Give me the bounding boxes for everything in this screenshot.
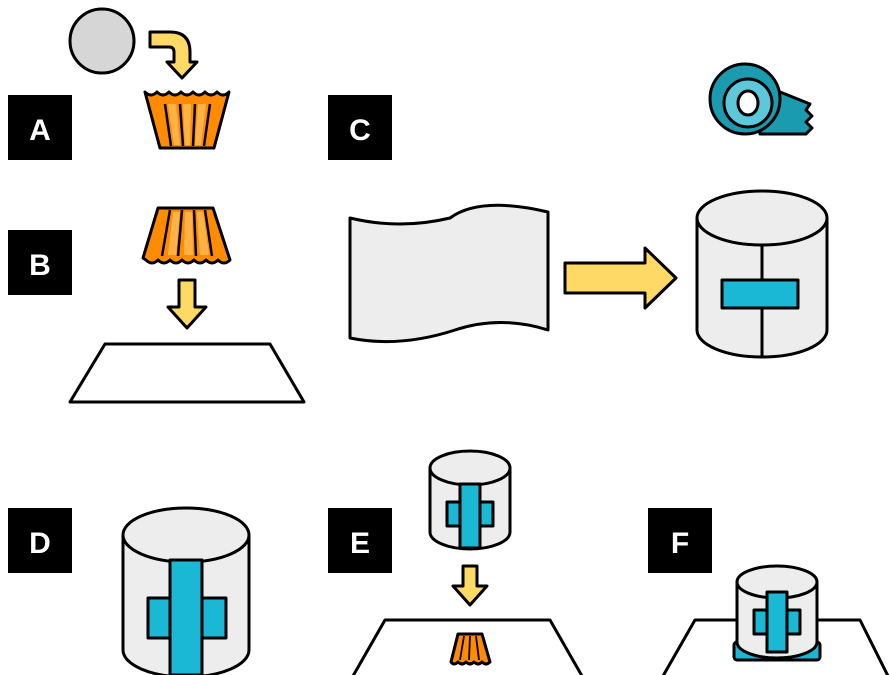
step-badge-c: C bbox=[328, 95, 392, 160]
cup-pleats bbox=[160, 209, 214, 257]
cup-pleats bbox=[163, 103, 212, 147]
surface-icon bbox=[68, 342, 306, 404]
step-badge-d: D bbox=[8, 508, 72, 573]
step-badge-e: E bbox=[328, 508, 392, 573]
step-label-e: E bbox=[350, 527, 370, 560]
cup-pleats bbox=[459, 635, 480, 661]
cyan-tab bbox=[720, 278, 800, 310]
inverted-pleated-cup-icon bbox=[141, 206, 232, 265]
step-label-f: F bbox=[671, 527, 689, 560]
cup-highlights bbox=[168, 212, 209, 255]
down-arrow-icon bbox=[166, 278, 208, 330]
down-arrow-icon bbox=[451, 564, 489, 607]
step-badge-a: A bbox=[8, 95, 72, 160]
cup-highlights bbox=[168, 104, 206, 145]
right-arrow-icon bbox=[563, 246, 678, 310]
tape-roll-icon bbox=[708, 62, 814, 136]
small-cylinder-icon bbox=[428, 449, 512, 551]
small-pleated-cup-icon bbox=[449, 632, 492, 666]
cylinder-with-cross-icon bbox=[121, 506, 251, 675]
step-label-a: A bbox=[29, 114, 51, 147]
step-label-d: D bbox=[29, 527, 51, 560]
cylinder-icon bbox=[695, 189, 829, 359]
step-label-b: B bbox=[29, 249, 51, 282]
mounted-cylinder-icon bbox=[732, 564, 822, 662]
curved-arrow-icon bbox=[148, 30, 199, 80]
pleated-cup-icon bbox=[143, 90, 231, 150]
round-disc-icon bbox=[68, 7, 136, 75]
step-badge-f: F bbox=[648, 508, 712, 573]
step-label-c: C bbox=[349, 114, 371, 147]
paper-sheet-icon bbox=[348, 203, 550, 344]
step-badge-b: B bbox=[8, 230, 72, 295]
